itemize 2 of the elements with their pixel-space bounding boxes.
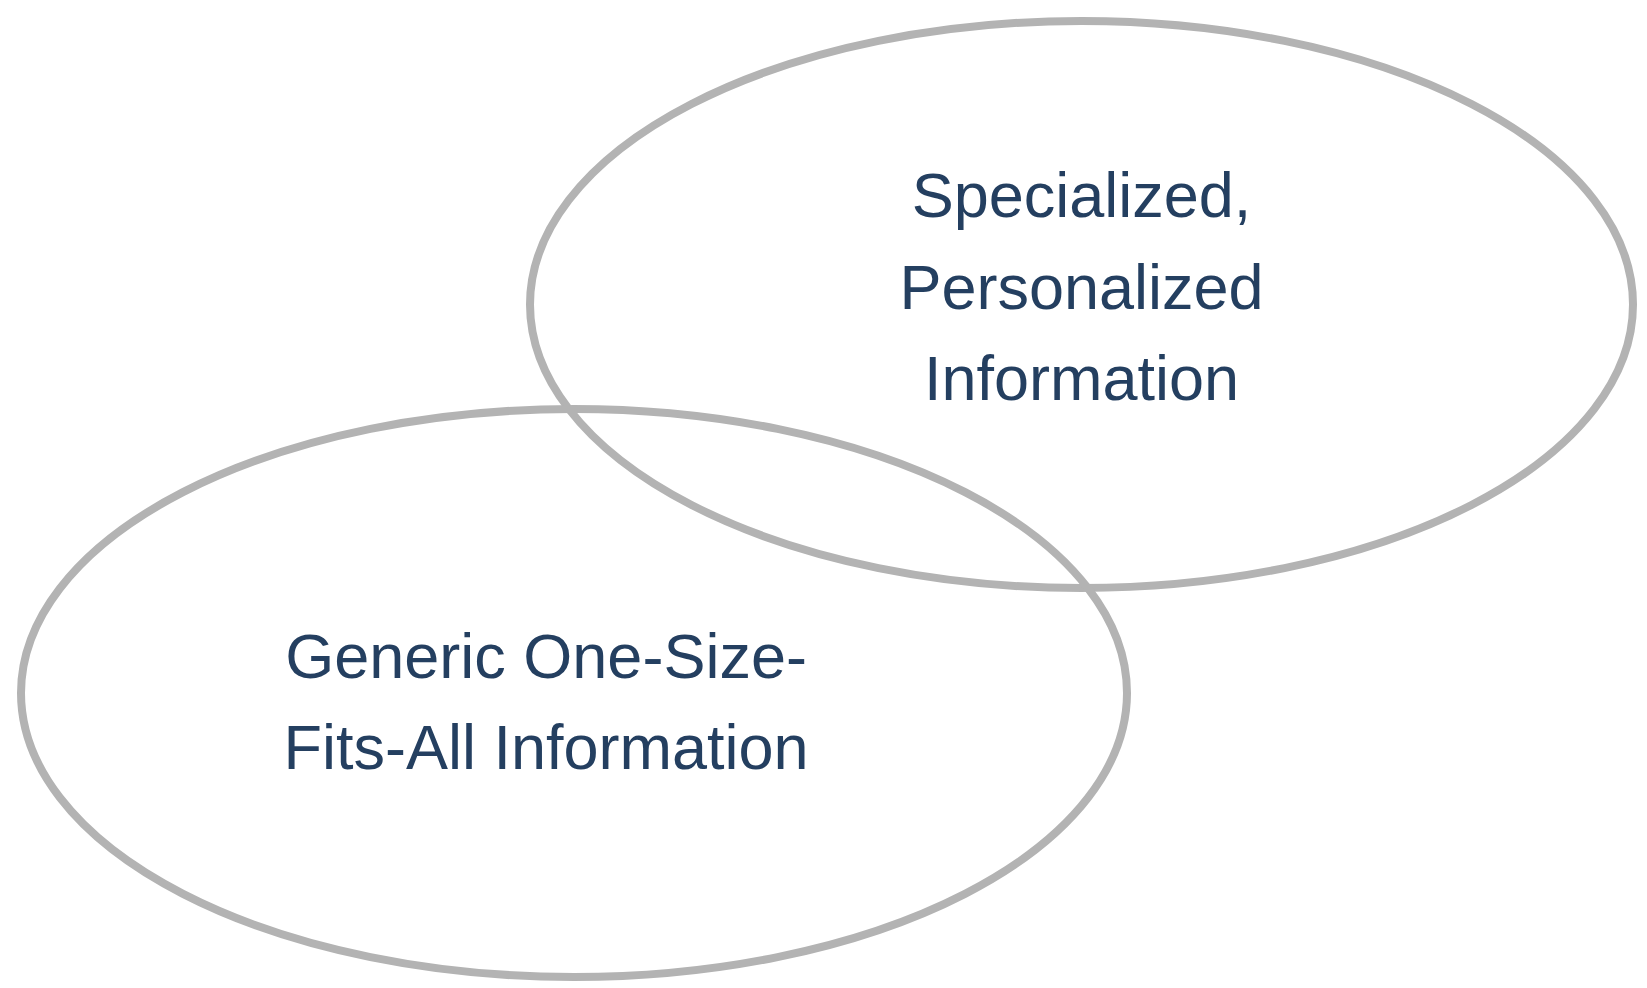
ellipse-label: Generic One-Size-Fits-All Information <box>282 619 810 784</box>
ellipse-label: Specialized, Personalized Information <box>898 159 1265 415</box>
